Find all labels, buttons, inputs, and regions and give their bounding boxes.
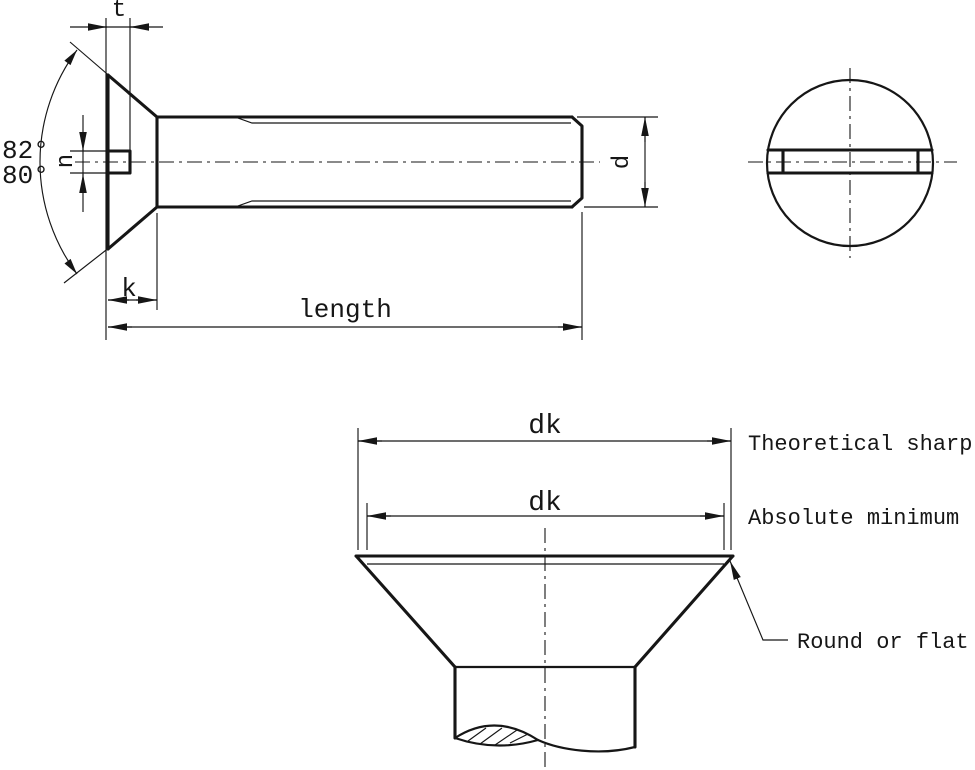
head-cone-top-edge: [106, 73, 159, 119]
countersink-detail-view: dk dk Theoretical sharp Absolute minimum…: [354, 411, 972, 768]
label-t: t: [112, 0, 126, 24]
break-tail-curve: [536, 738, 637, 753]
leader-round-or-flat: Round or flat: [729, 560, 969, 655]
annotation-absolute-minimum: Absolute minimum: [748, 506, 959, 531]
break-hatch-lines: [467, 727, 529, 746]
angle-arc: [39, 49, 78, 275]
dimension-t: t: [70, 0, 163, 31]
label-angle-82: 82°: [2, 136, 49, 166]
label-dk-theoretical: dk: [528, 411, 562, 442]
leader-line: [729, 560, 788, 641]
label-n: n: [53, 154, 80, 168]
label-k: k: [121, 274, 137, 304]
dimension-d: d: [609, 117, 649, 207]
dimension-length: length: [108, 295, 582, 331]
dimension-k: k: [108, 274, 157, 304]
shank-tip-chamfer: [570, 115, 584, 209]
slot-notch: [106, 149, 132, 175]
angle-extension-top: [69, 41, 114, 80]
dimension-dk-theoretical: dk: [358, 411, 731, 445]
screw-end-view: [748, 68, 957, 258]
label-angle-80: 80°: [2, 161, 49, 191]
detail-cone-left-edge: [355, 555, 457, 669]
thread-line-top: [234, 116, 571, 124]
screw-side-view: t n 82° 80° k: [2, 0, 658, 340]
label-d: d: [609, 155, 636, 169]
label-dk-minimum: dk: [528, 488, 562, 519]
dimension-head-angle: 82° 80°: [2, 41, 114, 284]
label-length: length: [298, 295, 392, 325]
dimension-dk-minimum: dk: [367, 488, 724, 520]
annotation-theoretical-sharp: Theoretical sharp: [748, 432, 972, 457]
annotation-round-or-flat: Round or flat: [797, 630, 969, 655]
head-cone-bottom-edge: [106, 205, 159, 251]
break-lens-lower-arc: [453, 736, 540, 747]
angle-arc-arrow-bottom: [64, 258, 77, 274]
break-lens-upper-arc: [453, 724, 540, 742]
angle-arc-arrow-top: [64, 50, 77, 66]
thread-line-bottom: [234, 200, 571, 208]
break-line: [453, 724, 637, 753]
dimension-n: n: [53, 115, 87, 212]
angle-extension-bottom: [63, 246, 111, 284]
detail-cone-right-edge: [633, 555, 734, 669]
